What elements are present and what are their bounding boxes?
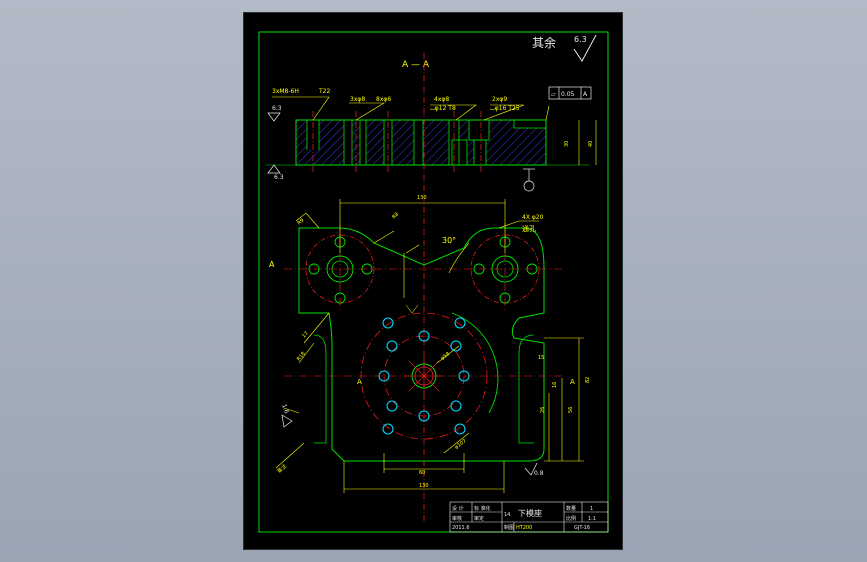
datum-symbol-icon <box>523 180 535 192</box>
label-holes-6: ⌴φ16 T25 <box>490 105 520 112</box>
label-thickness: 30 <box>564 141 570 147</box>
label-rough-bottom: 6.3 <box>274 174 284 181</box>
section-view: 3xM8-6H T22 3xφ8 8xφ6 4xφ8 ⌴φ12 T8 2xφ9 … <box>266 53 597 523</box>
dim-width-top: 130 <box>417 195 427 201</box>
flatness-frame <box>548 86 592 100</box>
dim-right-4: 16 <box>552 382 558 388</box>
label-thread-depth: T22 <box>318 88 330 95</box>
label-rough-left: 6.3 <box>272 105 282 112</box>
roughness-left-value: 1.6 <box>280 403 290 415</box>
tb-ratio: 1:1 <box>588 516 596 522</box>
dim-right-5: 26 <box>540 407 546 413</box>
roughness-left-icon <box>267 112 281 122</box>
tb-drawing-no: GJT-16 <box>574 525 590 531</box>
dim-right-1: 82 <box>585 377 591 383</box>
section-mark-left: A <box>269 260 275 269</box>
tb-scale-pre: 14 <box>504 512 510 518</box>
drawing-sheet[interactable]: 其余 6.3 A — A <box>244 13 622 549</box>
roughness-plan-left-icon <box>281 414 293 428</box>
inner-border <box>258 31 609 533</box>
flatness-symbol: ▱ <box>551 91 556 98</box>
label-holes-note: 4X φ20 <box>522 214 544 221</box>
label-angle: 30° <box>442 236 456 245</box>
tb-material: HT200 <box>516 525 532 531</box>
tb-r1c1: 设 计 <box>452 505 464 512</box>
tb-ratio-label: 比例 <box>566 515 576 522</box>
tb-quantity: 1 <box>590 506 593 512</box>
dim-right-2: 56 <box>568 407 574 413</box>
roughness-right-icon <box>524 462 538 476</box>
tb-date: 2011.6 <box>452 525 470 531</box>
section-mark-mid: A <box>357 378 362 386</box>
dim-center-dia: φ58 <box>440 351 451 361</box>
dim-bottom-width: 130 <box>419 483 429 489</box>
title-block <box>449 501 609 533</box>
label-holes-3: 4xφ8 <box>434 96 449 103</box>
dim-radius-top: R8 <box>391 211 400 220</box>
flatness-value: 0.05 <box>561 91 575 98</box>
label-holes-4: ⌴φ12 T8 <box>430 105 456 112</box>
tb-r1c2: 标 准化 <box>474 505 491 512</box>
label-through: 通孔 <box>522 224 536 233</box>
label-thread: 3xM8-6H <box>272 88 299 95</box>
roughness-bottom-icon <box>267 164 281 174</box>
label-height: 40 <box>588 141 594 147</box>
roughness-symbol-icon <box>573 34 597 62</box>
drawing-canvas: 其余 6.3 A — A <box>258 31 609 533</box>
plan-view: 130 R8 4X φ20 通孔 30° A A A R9 17 R18 φ58… <box>269 195 591 493</box>
roughness-right-value: 0.8 <box>534 470 544 477</box>
section-title: A — A <box>402 60 430 70</box>
tb-part-name: 下模座 <box>518 508 542 518</box>
tb-quantity-label: 数量 <box>566 505 576 512</box>
dim-pcd: φ107 <box>454 438 468 450</box>
label-holes-1: 3xφ8 <box>350 96 365 103</box>
label-holes-2: 8xφ6 <box>376 96 391 103</box>
dim-left-2: R18 <box>296 351 307 362</box>
dim-radius-left: R9 <box>296 218 305 227</box>
dim-left-1: 17 <box>301 331 310 340</box>
dim-bottom-small: 60 <box>419 470 425 476</box>
roughness-note-label: 其余 <box>532 35 556 50</box>
flatness-datum: A <box>583 91 588 98</box>
tb-r2c2: 审定 <box>474 515 484 522</box>
roughness-note-value: 6.3 <box>574 35 587 44</box>
tb-draw: 制图 <box>504 524 514 531</box>
label-view-note: 备注 <box>276 463 288 475</box>
section-mark-right: A <box>570 378 575 386</box>
label-holes-5: 2xφ9 <box>492 96 507 103</box>
tb-r2c1: 审核 <box>452 515 462 522</box>
dim-right-3: 15 <box>538 355 544 361</box>
